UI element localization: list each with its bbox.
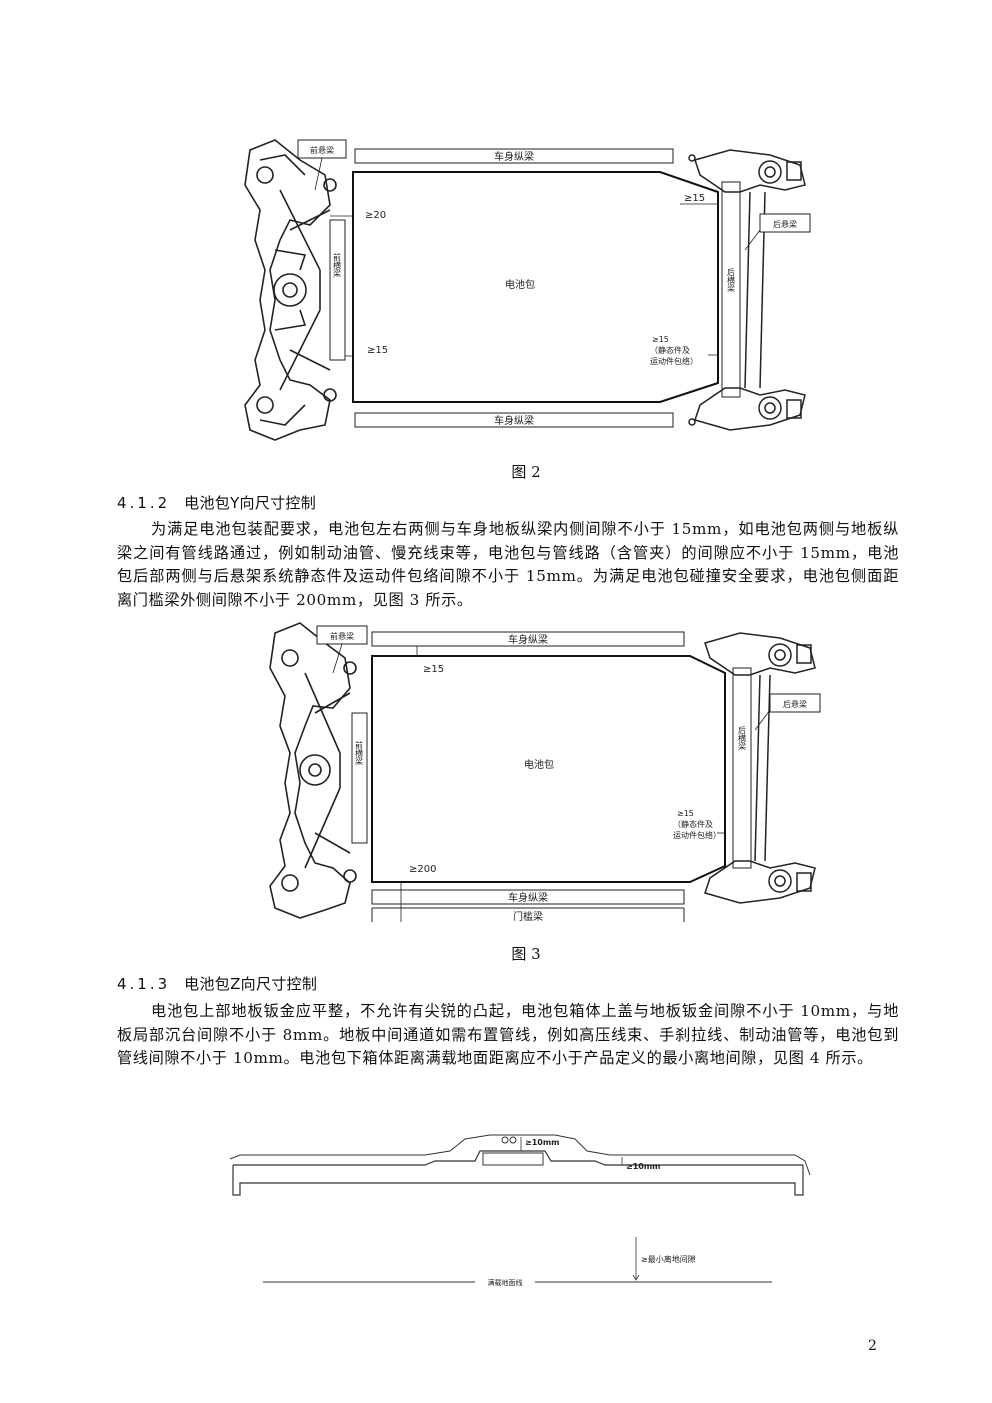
fig2-gap-front-top: ≥20: [365, 210, 386, 221]
fig3-gap-bottom: ≥200: [409, 864, 436, 875]
fig2-gap-front-bottom: ≥15: [367, 345, 388, 356]
figure-2-diagram: 前悬梁 车身纵梁 车身纵梁 前横梁 电池包 ≥20 ≥15 ≥15 ≥15 （静…: [244, 139, 811, 441]
fig2-gap-rear-bottom-2: （静态件及: [650, 345, 690, 355]
fig3-front-subframe-label: 前悬梁: [330, 631, 354, 641]
page-number: 2: [868, 1338, 877, 1354]
fig3-battery-label: 电池包: [524, 758, 554, 771]
section-4-1-2-title: 电池包Y向尺寸控制: [184, 494, 317, 512]
fig3-rear-subframe-label: 后悬梁: [783, 699, 807, 709]
fig2-gap-rear-bottom-1: ≥15: [652, 335, 669, 344]
figure-3-diagram: 前悬梁 车身纵梁 车身纵梁 门槛梁 前横梁 电池包 ≥15 ≥200 ≥15 （…: [269, 622, 821, 923]
fig3-front-beam-label: 前横梁: [355, 740, 364, 766]
fig3-gap-rear-1: ≥15: [677, 809, 694, 818]
fig3-gap-top: ≥15: [423, 664, 444, 675]
fig2-rear-beam-label: 后横梁: [727, 267, 736, 293]
fig4-gap-tunnel: ≥10mm: [525, 1138, 560, 1147]
figure-4-diagram: ≥10mm ≥10mm ≥最小离地间隙 满载地面线: [229, 1134, 811, 1288]
fig3-gap-rear-3: 运动件包络）: [673, 830, 721, 840]
rear-subframe-drawing-3: [704, 632, 816, 904]
fig2-front-beam-label: 前横梁: [333, 252, 342, 278]
fig2-front-subframe-label: 前悬梁: [310, 145, 334, 155]
fig2-rear-subframe-label: 后悬梁: [773, 219, 797, 229]
fig4-gap-floor: ≥10mm: [626, 1162, 661, 1171]
fig3-rear-beam-label: 后横梁: [738, 725, 747, 751]
fig2-gap-rear-top: ≥15: [684, 193, 705, 204]
fig3-gap-rear-2: （静态件及: [673, 819, 713, 829]
front-subframe-drawing-3: [269, 622, 357, 919]
section-4-1-3-title: 电池包Z向尺寸控制: [184, 975, 318, 993]
fig3-sill-label: 门槛梁: [513, 910, 543, 923]
section-4-1-2-number: 4.1.2: [117, 494, 171, 512]
section-4-1-2-heading: 4.1.2 电池包Y向尺寸控制: [117, 492, 316, 513]
front-subframe-drawing: [244, 139, 337, 441]
fig2-gap-rear-bottom-3: 运动件包络）: [650, 356, 698, 366]
section-4-1-2-paragraph: 为满足电池包装配要求，电池包左右两侧与车身地板纵梁内侧间隙不小于 15mm，如电…: [117, 520, 899, 609]
fig2-rail-top-label: 车身纵梁: [494, 150, 534, 163]
fig2-battery-label: 电池包: [505, 278, 535, 291]
figure-3-caption: 图 3: [511, 945, 541, 963]
section-4-1-3-paragraph: 电池包上部地板钣金应平整，不允许有尖锐的凸起，电池包箱体上盖与地板钣金间隙不小于…: [117, 1002, 899, 1067]
figure-2-caption: 图 2: [511, 463, 541, 481]
fig4-ground-line-label: 满载地面线: [488, 1278, 523, 1287]
fig2-rail-bottom-label: 车身纵梁: [494, 414, 534, 427]
section-4-1-3-heading: 4.1.3 电池包Z向尺寸控制: [117, 973, 317, 994]
fig3-rail-top-label: 车身纵梁: [508, 633, 548, 646]
fig3-rail-bottom-label: 车身纵梁: [508, 891, 548, 904]
section-4-1-3-number: 4.1.3: [117, 975, 171, 993]
fig4-ground-clearance: ≥最小离地间隙: [641, 1254, 696, 1264]
